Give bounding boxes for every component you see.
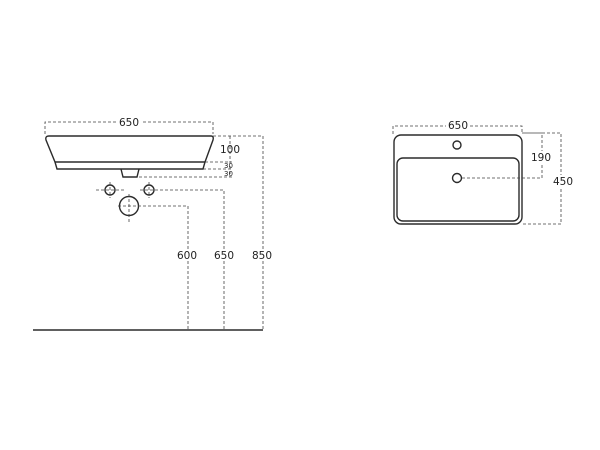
side-view: 650 100 30 30 600 650 850 xyxy=(33,116,274,331)
side-width-label: 650 xyxy=(119,117,139,129)
basin-bowl xyxy=(396,157,520,222)
height-dimension-lines xyxy=(139,136,232,178)
tap-hole xyxy=(452,140,462,150)
basin-outer-rim xyxy=(393,134,523,225)
top-view: 650 190 450 xyxy=(392,120,576,225)
step2-label: 30 xyxy=(224,170,233,178)
drain-offset-label: 190 xyxy=(531,152,551,164)
drain-height-label: 600 xyxy=(177,250,197,262)
top-width-label: 650 xyxy=(448,120,468,132)
supply-height-label: 650 xyxy=(214,250,234,262)
top-dimension-lines xyxy=(462,132,562,225)
step1-label: 30 xyxy=(224,162,233,170)
side-height-label: 100 xyxy=(220,144,240,156)
basin-body-outline xyxy=(45,135,214,163)
total-height-line xyxy=(213,135,264,330)
depth-label: 450 xyxy=(553,176,573,188)
total-height-label: 850 xyxy=(252,250,272,262)
basin-base-outline xyxy=(54,161,206,170)
drain-outline xyxy=(120,168,140,178)
pipe-dimension-lines xyxy=(96,182,225,330)
drain-hole xyxy=(451,172,463,184)
